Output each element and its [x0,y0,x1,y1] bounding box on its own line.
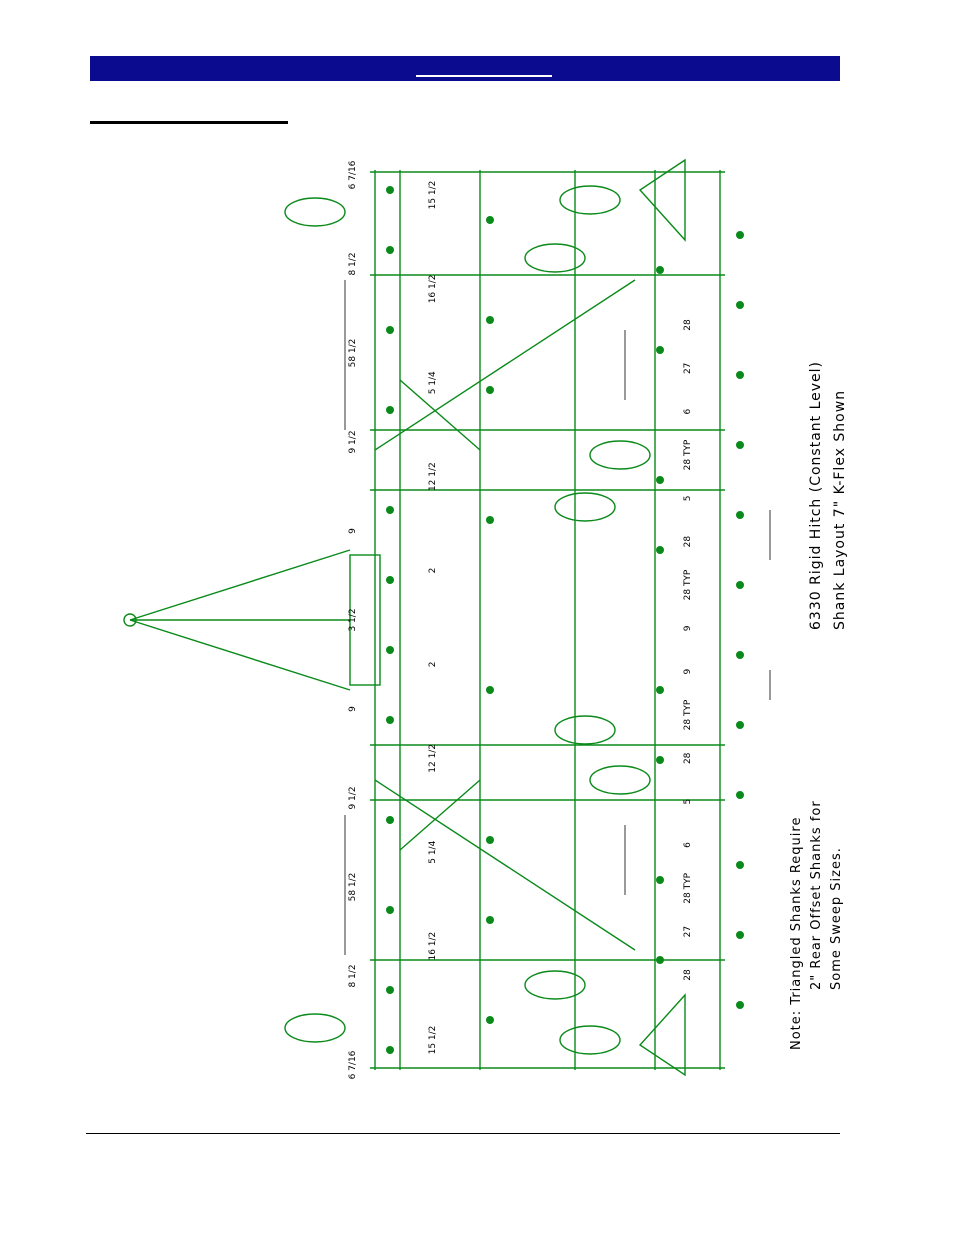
dimension-label: 15 1/2 [428,181,438,210]
dimension-label: 8 1/2 [348,252,358,275]
note-line-3: Some Sweep Sizes. [829,847,844,990]
dimension-label: 9 [683,625,693,631]
dimension-label: 28 [683,536,693,548]
dimension-label: 28 TYP [683,439,693,470]
dimension-labels: 6 7/168 1/258 1/29 1/293 1/299 1/258 1/2… [348,160,693,1079]
dimension-label: 2 [428,662,438,668]
header-bar [90,56,840,81]
dimension-label: 3 1/2 [348,608,358,631]
dimension-label: 28 [683,319,693,331]
dimension-label: 5 [683,495,693,501]
dimension-lines [344,280,771,955]
dimension-label: 6 [683,842,693,848]
dimension-label: 9 1/2 [348,430,358,453]
dimension-label: 16 1/2 [428,932,438,961]
dimension-label: 2 [428,568,438,574]
dimension-label: 12 1/2 [428,462,438,491]
header-underline [416,75,552,77]
dimension-label: 58 1/2 [348,873,358,902]
note-line-1: Note: Triangled Shanks Require [789,817,804,1050]
shank-markers [386,186,744,1054]
dimension-label: 12 1/2 [428,744,438,773]
note-group: Note: Triangled Shanks Require 2" Rear O… [789,800,844,1050]
dimension-label: 27 [683,363,693,374]
drawing-linework [123,158,725,1077]
dimension-label: 27 [683,926,693,937]
implement-layout-drawing: 6330 Rigid Hitch (Constant Level) Shank … [123,158,848,1079]
caption-line-1: 6330 Rigid Hitch (Constant Level) [808,361,824,630]
dimension-label: 28 [683,752,693,764]
footer-rule [86,1133,840,1134]
dimension-label: 58 1/2 [348,339,358,368]
dimension-label: 9 [348,706,358,712]
dimension-label: 28 [683,969,693,981]
dimension-label: 5 1/4 [428,371,438,394]
dimension-label: 15 1/2 [428,1026,438,1055]
dimension-label: 28 TYP [683,872,693,903]
dimension-label: 9 [683,669,693,675]
dimension-label: 9 1/2 [348,786,358,809]
dimension-label: 28 TYP [683,569,693,600]
dimension-label: 5 [683,799,693,805]
caption-group: 6330 Rigid Hitch (Constant Level) Shank … [808,361,848,630]
dimension-label: 8 1/2 [348,964,358,987]
dimension-label: 16 1/2 [428,274,438,303]
dimension-label: 6 7/16 [348,1050,358,1079]
dimension-label: 6 7/16 [348,160,358,189]
dimension-label: 5 1/4 [428,840,438,863]
note-line-2: 2" Rear Offset Shanks for [809,800,824,990]
dimension-label: 9 [348,528,358,534]
caption-line-2: Shank Layout 7" K-Flex Shown [832,390,848,630]
dimension-label: 6 [683,409,693,415]
dimension-label: 28 TYP [683,699,693,730]
section-rule [90,121,288,124]
